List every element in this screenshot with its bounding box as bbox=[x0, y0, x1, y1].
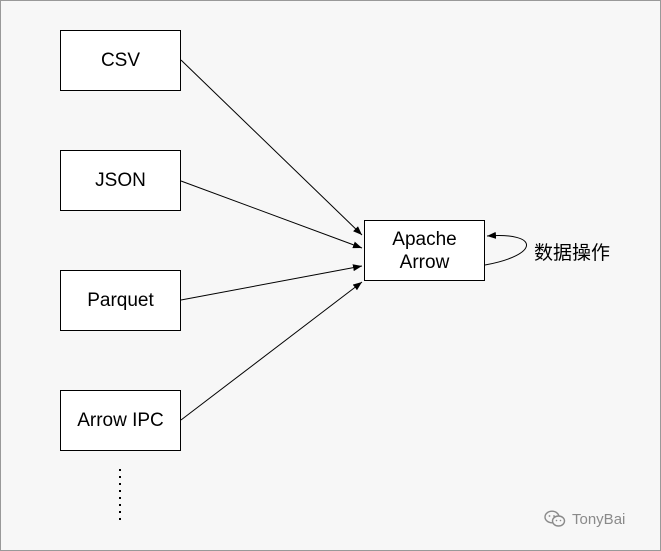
node-csv-label: CSV bbox=[100, 50, 141, 71]
wechat-icon bbox=[544, 510, 566, 527]
node-parquet-label: Parquet bbox=[87, 290, 154, 311]
self-loop-label: 数据操作 bbox=[534, 242, 611, 264]
node-json: JSON bbox=[60, 150, 181, 211]
node-json-label: JSON bbox=[95, 170, 146, 191]
edge-parquet-to-arrow bbox=[180, 264, 363, 301]
watermark-text: TonyBai bbox=[572, 510, 626, 528]
edge-ipc-to-arrow bbox=[180, 281, 363, 421]
self-loop-edge bbox=[484, 231, 527, 266]
edge-csv-to-arrow bbox=[180, 59, 363, 236]
edge-json-to-arrow bbox=[180, 180, 363, 249]
node-parquet: Parquet bbox=[60, 270, 181, 331]
node-arrow-ipc-label: Arrow IPC bbox=[77, 410, 164, 431]
node-csv: CSV bbox=[60, 30, 181, 91]
node-apache-arrow-label: Apache Arrow bbox=[392, 228, 457, 273]
watermark: TonyBai bbox=[544, 510, 625, 528]
node-apache-arrow: Apache Arrow bbox=[364, 220, 485, 281]
node-arrow-ipc: Arrow IPC bbox=[60, 390, 181, 451]
